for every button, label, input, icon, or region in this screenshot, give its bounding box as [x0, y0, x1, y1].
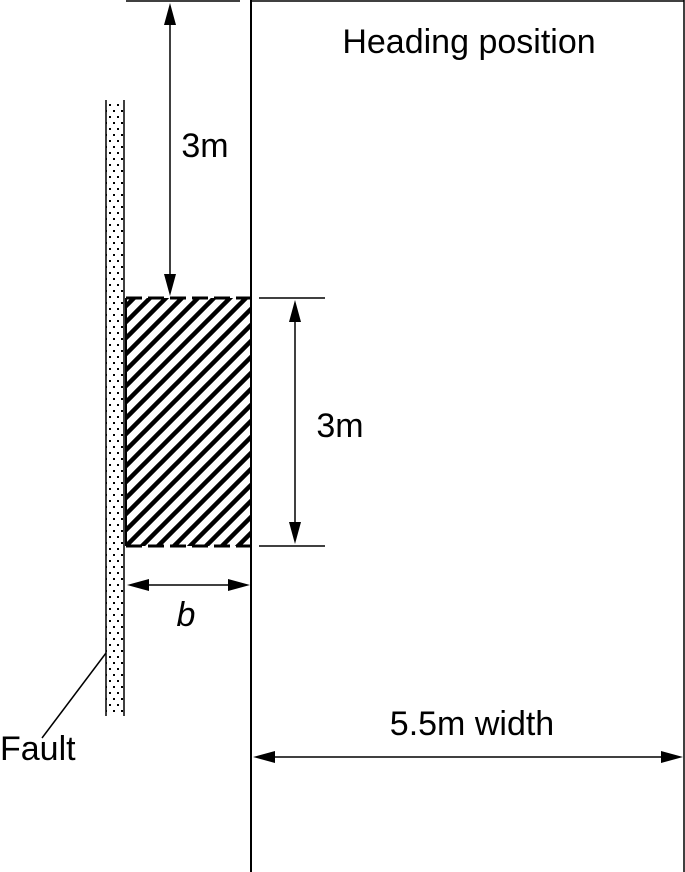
heading-width-label: 5.5m width: [390, 705, 554, 743]
top-dimension-arrow-down-icon: [164, 274, 176, 296]
fault-label: Fault: [0, 730, 76, 768]
block-height-label: 3m: [316, 407, 363, 445]
block-width-symbol-label: b: [177, 596, 196, 634]
fault-band: [106, 100, 124, 716]
top-offset-label: 3m: [181, 127, 228, 165]
heading-width-arrow-left-icon: [253, 751, 275, 763]
b-arrow-left-icon: [127, 579, 149, 591]
fault-leader-line: [41, 652, 107, 739]
heading-position-label: Heading position: [342, 23, 595, 61]
b-arrow-right-icon: [228, 579, 250, 591]
top-dimension-arrow-up-icon: [164, 3, 176, 25]
block-height-arrow-up-icon: [289, 300, 301, 322]
block-height-arrow-down-icon: [289, 522, 301, 544]
heading-width-arrow-right-icon: [661, 751, 683, 763]
hatched-block: [126, 298, 250, 546]
